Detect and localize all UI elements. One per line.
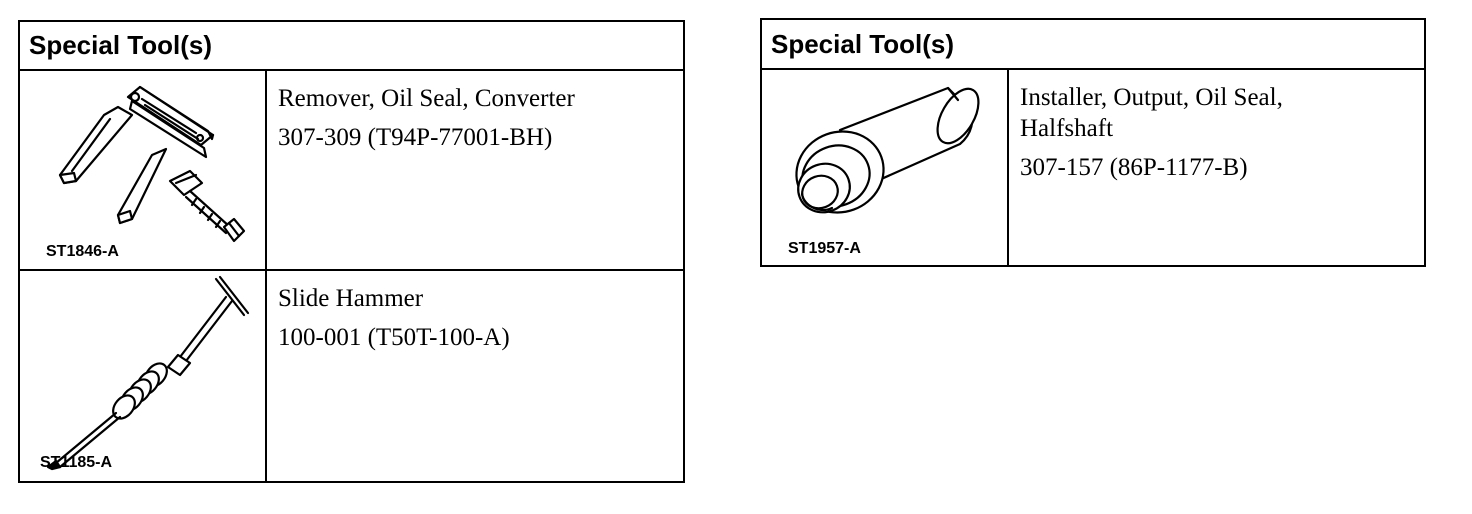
tool-number: 307-309 (T94P-77001-BH) <box>278 124 553 151</box>
special-tools-table-left: Special Tool(s) <box>18 20 685 483</box>
tool-name: Installer, Output, Oil Seal, Halfshaft <box>1020 84 1283 142</box>
figure-id: ST1957-A <box>788 240 861 257</box>
table-header: Special Tool(s) <box>20 22 683 71</box>
tool-name: Remover, Oil Seal, Converter <box>278 85 575 112</box>
tool-image-cell: ST1846-A <box>20 71 267 269</box>
slide-hammer-icon <box>46 275 250 471</box>
seal-remover-icon <box>58 85 246 243</box>
tool-image-cell: ST1957-A <box>762 70 1009 265</box>
tool-image-cell: ST1185-A <box>20 271 267 481</box>
table-header: Special Tool(s) <box>762 20 1424 70</box>
figure-id: ST1185-A <box>40 454 113 471</box>
seal-installer-icon <box>795 86 980 214</box>
tool-description: Installer, Output, Oil Seal, Halfshaft 3… <box>1020 70 1416 265</box>
tool-row: ST1957-A Installer, Output, Oil Seal, Ha… <box>762 70 1424 265</box>
special-tools-table-right: Special Tool(s) ST1957-A Installer, Outp… <box>760 18 1426 267</box>
tool-name: Slide Hammer <box>278 285 424 312</box>
figure-id: ST1846-A <box>46 243 119 260</box>
tool-row: ST1846-A Remover, Oil Seal, Converter 30… <box>20 71 683 271</box>
tool-description: Slide Hammer 100-001 (T50T-100-A) <box>278 271 675 481</box>
tool-number: 100-001 (T50T-100-A) <box>278 324 510 351</box>
tool-number: 307-157 (86P-1177-B) <box>1020 154 1248 181</box>
tool-row: ST1185-A Slide Hammer 100-001 (T50T-100-… <box>20 271 683 481</box>
tool-description: Remover, Oil Seal, Converter 307-309 (T9… <box>278 71 675 269</box>
